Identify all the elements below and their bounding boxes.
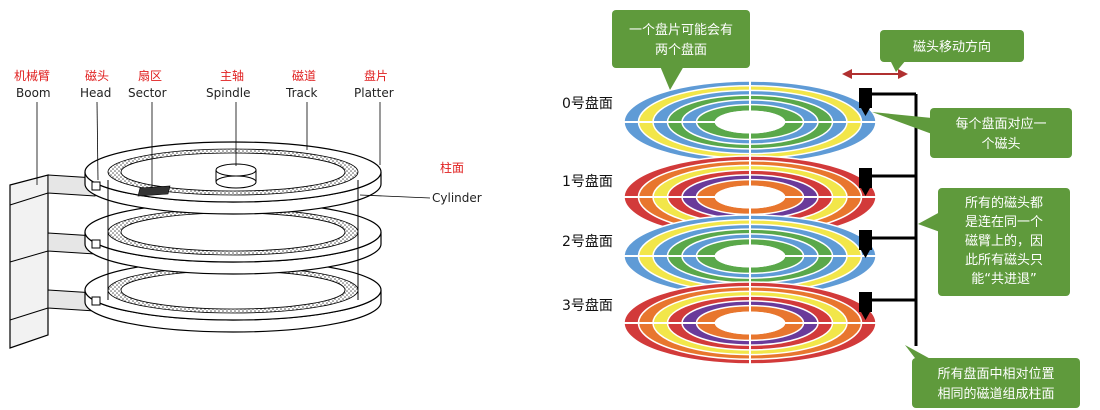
label-spindle-cn: 主轴 <box>220 68 244 83</box>
label-boom-cn: 机械臂 <box>14 68 50 83</box>
label-platter-cn: 盘片 <box>364 68 388 83</box>
callout-shared-arm: 所有的磁头都 是连在同一个 磁臂上的，因 此所有磁头只 能“共进退” <box>918 188 1070 296</box>
platter-center-hole <box>714 244 786 268</box>
callout-per-surface-head-line1: 每个盘面对应一 <box>955 116 1046 132</box>
label-track-en: Track <box>285 86 317 100</box>
callout-shared-arm-line1: 所有的磁头都 <box>965 195 1043 211</box>
callout-two-surfaces-line2: 两个盘面 <box>655 42 707 58</box>
label-platter-en: Platter <box>354 86 394 100</box>
surface-label-2: 2号盘面 <box>562 233 613 250</box>
callout-shared-arm-line4: 此所有磁头只 <box>965 253 1043 268</box>
label-track-cn: 磁道 <box>292 68 316 83</box>
surface-label-0: 0号盘面 <box>562 95 613 112</box>
label-cylinder-en: Cylinder <box>432 191 482 205</box>
spindle <box>215 163 257 189</box>
right-disk-illustration: 0号盘面 1号盘面 2号盘面 3号盘面 一个盘片可能会有 两个盘面 磁头移动方向… <box>562 10 1080 408</box>
boom-arm-housing <box>9 174 96 349</box>
platter-center-hole <box>714 311 786 335</box>
label-sector-cn: 扇区 <box>138 68 162 83</box>
label-boom-en: Boom <box>16 86 51 100</box>
callout-shared-arm-line3: 磁臂上的，因 <box>965 233 1043 249</box>
surface-label-3: 3号盘面 <box>562 297 613 314</box>
callout-shared-arm-line5: 能“共进退” <box>971 272 1036 287</box>
callout-cylinder-line1: 所有盘面中相对位置 <box>937 366 1054 382</box>
platter-surface-1 <box>623 155 877 239</box>
left-disk-illustration: 机械臂 Boom 磁头 Head 扇区 Sector 主轴 Spindle 磁道… <box>9 68 482 349</box>
label-cylinder-cn: 柱面 <box>440 160 464 175</box>
head-direction-arrow <box>842 69 908 79</box>
callout-two-surfaces-line1: 一个盘片可能会有 <box>629 22 733 38</box>
cylinder-lines <box>107 180 359 300</box>
callout-cylinder: 所有盘面中相对位置 相同的磁道组成柱面 <box>905 345 1080 408</box>
leader-lines <box>36 101 431 199</box>
callout-per-surface-head-line2: 个磁头 <box>981 137 1020 152</box>
callout-cylinder-line2: 相同的磁道组成柱面 <box>937 386 1054 402</box>
label-head-cn: 磁头 <box>85 68 109 83</box>
platter-bottom <box>84 259 382 333</box>
head-tips <box>91 181 101 306</box>
platter-center-hole <box>714 185 786 209</box>
callout-per-surface-head: 每个盘面对应一 个磁头 <box>872 108 1072 158</box>
callout-head-direction-text: 磁头移动方向 <box>913 39 991 55</box>
callout-shared-arm-line2: 是连在同一个 <box>965 214 1043 230</box>
platter-center-hole <box>714 110 786 134</box>
label-head-en: Head <box>80 86 111 100</box>
platter-surface-0 <box>623 80 877 164</box>
magnetic-heads <box>859 88 872 320</box>
platter-middle <box>84 201 382 275</box>
label-sector-en: Sector <box>128 86 167 100</box>
label-spindle-en: Spindle <box>206 86 251 100</box>
head-arm <box>872 92 918 346</box>
callout-head-direction: 磁头移动方向 <box>880 30 1024 72</box>
surface-label-1: 1号盘面 <box>562 173 613 190</box>
colored-platters <box>623 80 877 365</box>
platter-surface-3 <box>623 281 877 365</box>
callout-two-surfaces: 一个盘片可能会有 两个盘面 <box>612 10 750 90</box>
